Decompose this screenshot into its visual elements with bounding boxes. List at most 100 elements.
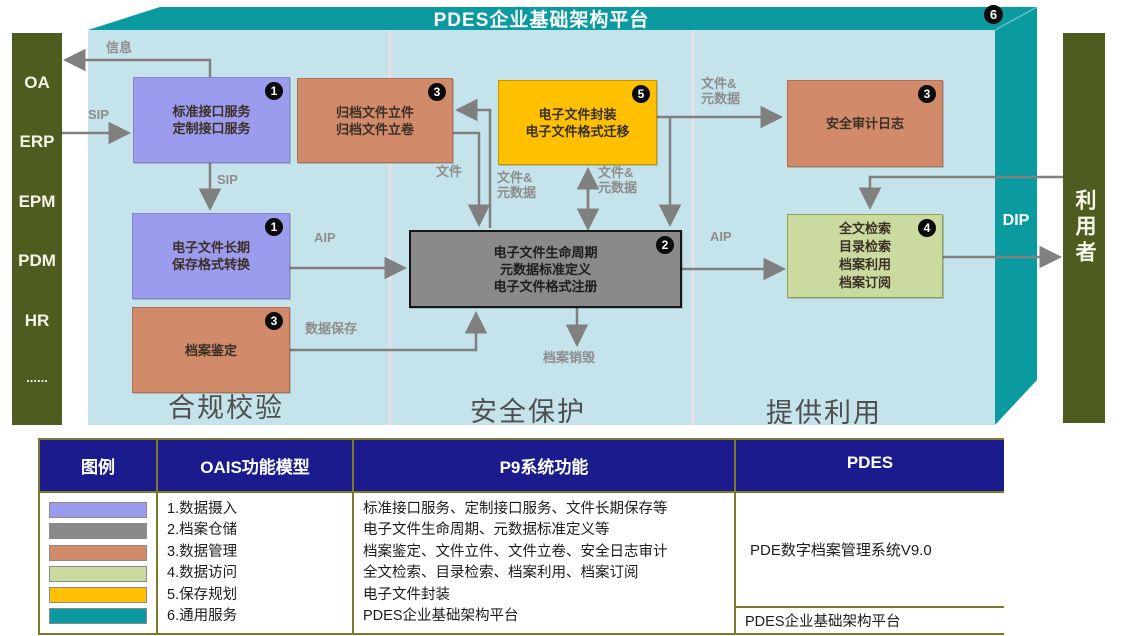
oais-item: 6.通用服务 — [167, 608, 238, 625]
arrow-user-request — [858, 175, 1063, 210]
zone-label-security: 安全保护 — [470, 397, 586, 427]
box-package-migration: 5 电子文件封装 电子文件格式迁移 — [498, 80, 657, 165]
source-system-epm: EPM — [18, 191, 56, 211]
legend-table-header: 图例 OAIS功能模型 P9系统功能 PDES — [40, 440, 1004, 491]
label-data-save: 数据保存 — [305, 321, 358, 336]
label-file-meta-3: 文件& 元数据 — [701, 76, 741, 106]
label-file-meta-1: 文件& 元数据 — [497, 170, 537, 200]
consumer-label: 利用者 — [1073, 189, 1096, 267]
label-aip-access: AIP — [710, 229, 732, 244]
box-line: 档案鉴定 — [184, 342, 237, 358]
label-file: 文件 — [436, 164, 463, 179]
box-line: 元数据标准定义 — [499, 261, 591, 277]
badge-ingest-1b: 1 — [265, 218, 283, 236]
legend-table: 图例 OAIS功能模型 P9系统功能 PDES 1.数据摄入 2.档案仓储 3.… — [38, 438, 1004, 636]
legend-swatch-ingest — [49, 502, 147, 519]
box-retrieval-utilization: 4 全文检索 目录检索 档案利用 档案订阅 — [787, 214, 943, 298]
oais-item: 4.数据访问 — [167, 565, 238, 582]
box-security-audit-log: 3 安全审计日志 — [787, 80, 943, 167]
source-system-erp: ERP — [19, 132, 55, 152]
box-line: 安全审计日志 — [825, 116, 904, 131]
p9-function-item: 电子文件封装 — [363, 586, 450, 603]
table-header-oais: OAIS功能模型 — [158, 440, 352, 491]
badge-mgmt-3c: 3 — [265, 312, 283, 330]
box-line: 归档文件立件 — [335, 104, 414, 120]
pdes-cell-divider — [736, 606, 1004, 609]
box-line: 全文检索 — [838, 221, 891, 236]
legend-swatch-storage — [49, 523, 147, 540]
table-header-pdes: PDES — [736, 440, 1004, 491]
box-longterm-format-conversion: 1 电子文件长期 保存格式转换 — [132, 213, 290, 299]
box-line: 归档文件立卷 — [335, 121, 414, 137]
p9-function-item: 标准接口服务、定制接口服务、文件长期保存等 — [363, 501, 668, 517]
corner-edge — [994, 6, 1038, 31]
oais-item: 3.数据管理 — [167, 543, 238, 560]
box-line: 目录检索 — [838, 239, 891, 254]
legend-swatch-common — [49, 608, 147, 625]
source-systems-bar: OA ERP EPM PDM HR ...... — [12, 33, 62, 425]
zone-label-utilization: 提供利用 — [766, 398, 882, 428]
badge-plan-5: 5 — [632, 85, 650, 103]
source-system-more: ...... — [26, 370, 48, 386]
arrow-file-down — [452, 131, 491, 227]
oais-item: 5.保存规划 — [167, 586, 238, 603]
consumer-bar: 利用者 — [1063, 33, 1105, 423]
pdes-cell: PDE数字档案管理系统V9.0 PDES企业基础架构平台 — [736, 493, 1004, 634]
legend-swatch-mgmt — [49, 544, 147, 561]
box-line: 标准接口服务 — [172, 104, 251, 119]
arrow-info-out — [63, 48, 212, 78]
label-sip-down: SIP — [217, 172, 238, 187]
badge-mgmt-3b: 3 — [918, 85, 936, 103]
badge-mgmt-3: 3 — [428, 83, 446, 101]
label-file-meta-2: 文件& 元数据 — [598, 165, 638, 195]
platform-right-face — [995, 7, 1037, 425]
legend-table-body: 1.数据摄入 2.档案仓储 3.数据管理 4.数据访问 5.保存规划 6.通用服… — [40, 493, 1004, 634]
legend-swatch-planning — [49, 587, 147, 604]
label-sip-in: SIP — [88, 107, 109, 122]
legend-swatch-access — [49, 565, 147, 582]
table-header-legend: 图例 — [40, 440, 156, 491]
box-line: 电子文件格式注册 — [493, 278, 598, 294]
source-system-hr: HR — [24, 310, 50, 330]
box-line: 电子文件封装 — [538, 106, 617, 122]
box-line: 电子文件长期 — [171, 240, 250, 255]
box-archive-filing: 3 归档文件立件 归档文件立卷 — [297, 78, 453, 163]
source-system-pdm: PDM — [18, 251, 56, 271]
arrow-filemeta-up — [455, 98, 492, 228]
badge-ingest-1: 1 — [265, 82, 283, 100]
p9-function-item: 电子文件生命周期、元数据标准定义等 — [363, 522, 610, 539]
oais-item: 2.档案仓储 — [167, 522, 238, 539]
platform-top-face — [88, 7, 1037, 30]
badge-storage-2: 2 — [656, 236, 674, 254]
label-archive-destroy: 档案销毁 — [543, 350, 596, 365]
pdes-platform-name: PDES企业基础架构平台 — [745, 614, 901, 631]
legend-swatches-cell — [40, 493, 156, 634]
box-lifecycle-metadata-registry: 2 电子文件生命周期 元数据标准定义 电子文件格式注册 — [409, 230, 682, 308]
p9-function-item: 档案鉴定、文件立件、文件立卷、安全日志审计 — [363, 543, 668, 560]
arrow-data-save — [290, 311, 488, 352]
source-system-oa: OA — [24, 72, 50, 92]
box-line: 电子文件生命周期 — [493, 244, 598, 260]
box-archive-appraisal: 3 档案鉴定 — [132, 307, 290, 393]
oais-model-cell: 1.数据摄入 2.档案仓储 3.数据管理 4.数据访问 5.保存规划 6.通用服… — [158, 493, 352, 634]
box-line: 档案利用 — [838, 257, 891, 272]
label-aip-store: AIP — [314, 230, 336, 245]
box-standard-interface-service: 1 标准接口服务 定制接口服务 — [133, 77, 290, 163]
flow-arrows — [62, 48, 1063, 352]
box-line: 定制接口服务 — [172, 121, 251, 136]
p9-function-item: PDES企业基础架构平台 — [363, 608, 519, 625]
p9-functions-cell: 标准接口服务、定制接口服务、文件长期保存等 电子文件生命周期、元数据标准定义等 … — [354, 493, 734, 634]
table-header-p9: P9系统功能 — [354, 440, 734, 491]
oais-item: 1.数据摄入 — [167, 501, 238, 517]
p9-function-item: 全文检索、目录检索、档案利用、档案订阅 — [363, 565, 639, 582]
pdes-system-name: PDE数字档案管理系统V9.0 — [750, 542, 932, 560]
zone-label-compliance: 合规校验 — [168, 393, 284, 423]
box-line: 电子文件格式迁移 — [525, 123, 630, 139]
badge-access-4: 4 — [918, 219, 936, 237]
box-line: 保存格式转换 — [171, 257, 250, 272]
label-info: 信息 — [106, 40, 133, 55]
box-line: 档案订阅 — [838, 275, 891, 290]
label-dip: DIP — [1002, 212, 1030, 229]
badge-6: 6 — [984, 5, 1003, 24]
